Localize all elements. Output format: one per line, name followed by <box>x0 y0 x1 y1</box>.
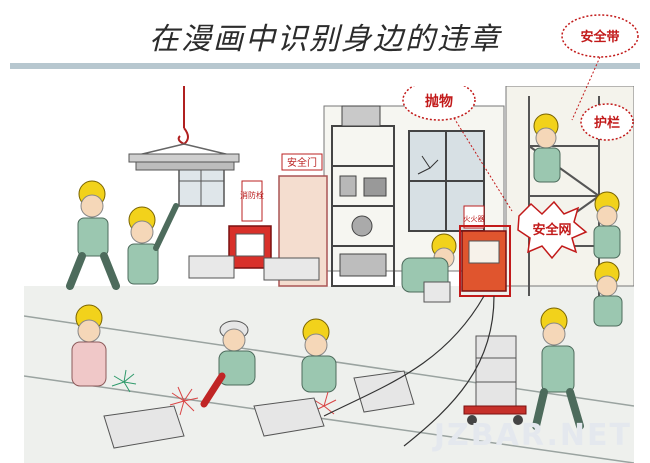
worker-carrying-block <box>401 233 457 303</box>
callout-throwing: 抛物 <box>402 86 513 212</box>
title-divider <box>10 63 640 69</box>
electrical-box: 火火器 <box>459 205 511 297</box>
worker-walking <box>66 180 120 290</box>
worker-pushing-cart <box>532 307 584 430</box>
callout-safety-belt-label: 安全带 <box>580 29 619 45</box>
broken-window <box>408 130 485 232</box>
callout-safety-net-label: 安全网 <box>532 222 571 238</box>
block-stack-left <box>188 255 320 281</box>
page-title: 在漫画中识别身边的违章 <box>149 22 501 57</box>
worker-grinding <box>200 320 256 408</box>
safety-door-sign: 安全门 <box>287 156 317 169</box>
callout-safety-net: 安全网 <box>517 200 588 260</box>
callout-throwing-label: 抛物 <box>425 93 453 110</box>
worker-on-scaffold-top <box>533 113 561 183</box>
block-cart <box>463 335 527 425</box>
worker-pointing <box>127 203 179 285</box>
callout-safety-belt-bubble: 安全带 <box>561 14 639 121</box>
crane-hook-load <box>128 86 240 171</box>
callout-guardrail: 护栏 <box>580 103 634 141</box>
svg-text:消防栓: 消防栓 <box>240 190 264 200</box>
worker-welding-left <box>71 304 107 387</box>
welding-sparks <box>169 386 337 416</box>
worker-on-scaffold-mid <box>593 191 621 259</box>
ground-slabs <box>103 370 415 449</box>
comic-illustration: 安全门 消防栓 <box>24 86 634 463</box>
fire-hydrant-sign: 消防栓 <box>240 180 264 222</box>
red-generator <box>228 225 272 269</box>
watermark: JZBAR.NET <box>433 418 632 453</box>
callout-guardrail-label: 护栏 <box>594 115 620 131</box>
worker-running-right <box>593 261 623 327</box>
welding-sparks-green <box>111 369 137 393</box>
equipment-shelf <box>331 105 395 287</box>
worker-cutting <box>301 318 337 393</box>
fire-box-sign: 火火器 <box>464 215 485 223</box>
